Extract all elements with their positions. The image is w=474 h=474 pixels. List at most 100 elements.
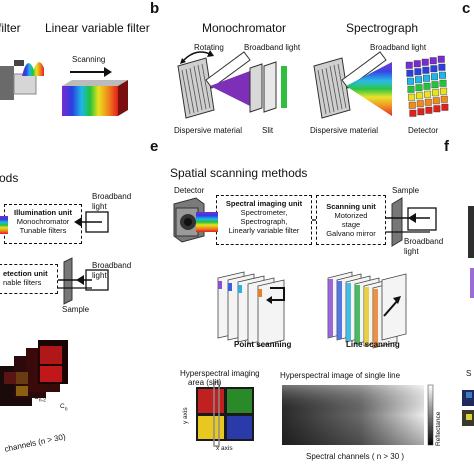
panel-b-beam-2 <box>341 51 387 89</box>
panel-a-title-lvf: Linear variable filter <box>45 21 150 35</box>
detector-pixel <box>414 68 422 76</box>
panel-e-scan-title: Scanning unit <box>326 202 376 211</box>
detector-pixel <box>415 84 423 92</box>
panel-e-spectral-line1: Spectrometer, <box>240 208 288 217</box>
point-pixel <box>228 283 232 291</box>
panel-d-broadband-l1: Broadband <box>92 192 132 201</box>
point-pixel <box>218 281 222 289</box>
panel-b-title-spectrograph: Spectrograph <box>346 21 419 35</box>
panel-a-camera-icon <box>0 60 37 100</box>
panel-d-illum-line2: Tunable filters <box>19 226 67 235</box>
detector-pixel <box>423 82 431 90</box>
panel-d-channel-n1: Cn-1 <box>48 383 60 393</box>
panel-b-dispersive-label-2: Dispersive material <box>310 126 379 135</box>
panel-e-spectral-title: Spectral imaging unit <box>225 199 303 208</box>
detector-pixel <box>409 109 417 117</box>
detector-pixel <box>437 55 445 63</box>
detector-pixel <box>415 76 422 84</box>
panel-a-spectrum-icon <box>22 62 44 76</box>
detector-pixel <box>439 79 447 87</box>
panel-e-sample-label: Sample <box>392 186 420 195</box>
panel-e-line-scanning-icon <box>327 271 407 349</box>
panel-b-grating-icon-2 <box>313 57 351 119</box>
detector-pixel <box>413 60 421 68</box>
panel-e-line-scanning-label: Line scanning <box>346 340 400 349</box>
detector-pixel <box>408 93 416 101</box>
panel-b-detector-grid-icon <box>405 55 449 117</box>
detector-pixel <box>421 58 429 66</box>
panel-d-broadband-l2: light <box>92 202 107 211</box>
panel-e-y-axis-label: y axis <box>182 407 189 424</box>
point-scan-frame <box>257 279 285 347</box>
detector-pixel <box>432 97 440 105</box>
panel-e-sample-image-icon <box>196 381 254 447</box>
panel-d-illum-title: Illumination unit <box>14 208 72 217</box>
detector-pixel <box>425 106 433 114</box>
panel-d-channel-n: Cn <box>60 403 68 413</box>
panel-e-broadband-l1: Broadband <box>404 237 444 246</box>
panel-d-broadband-l2b: light <box>92 271 107 280</box>
panel-a-lvf-block <box>62 80 128 116</box>
panel-e-reflectance-label: Reflectance <box>435 411 442 446</box>
panel-d-arrow-icon-1 <box>74 217 82 227</box>
point-scan-arrow-icon <box>268 287 285 301</box>
line-scan-stripe <box>355 285 360 343</box>
line-scan-stripe <box>328 279 333 337</box>
panel-e-hs-area-l2: area (slit) <box>188 378 222 387</box>
panel-b-dispersive-label-1: Dispersive material <box>174 126 243 135</box>
panel-b-broadband-label-1: Broadband light <box>244 43 301 52</box>
line-scan-stripe <box>373 289 378 347</box>
panel-e-point-scanning-icon <box>217 271 285 347</box>
panel-e-spectral-unit-box: Spectral imaging unit Spectrometer, Spec… <box>216 195 312 245</box>
panel-b-detector-label: Detector <box>408 126 439 135</box>
detector-pixel <box>440 87 448 95</box>
panel-a-illustration <box>0 60 128 116</box>
point-pixel <box>258 289 262 297</box>
detector-pixel <box>441 103 449 111</box>
panel-b-slit-icon <box>249 61 287 113</box>
panel-e-reflectance-bar <box>427 384 434 446</box>
line-scan-stripe <box>364 287 369 345</box>
detector-pixel <box>438 63 446 71</box>
detector-pixel <box>432 89 440 97</box>
panel-a-title-filter: filter <box>0 21 21 35</box>
detector-pixel <box>416 100 424 108</box>
panel-b-letter: b <box>150 0 160 17</box>
panel-a-scanning-label: Scanning <box>72 55 106 64</box>
detector-pixel <box>439 71 446 79</box>
panel-e-scan-line3: Galvano mirror <box>326 229 376 238</box>
panel-b-broadband-label-2: Broadband light <box>370 43 427 52</box>
panel-e-detector-label: Detector <box>174 186 205 195</box>
panel-d-detection-box: etection unit nable filters <box>0 264 58 294</box>
detector-pixel <box>407 85 415 93</box>
detector-pixel <box>424 90 432 98</box>
panel-d-sample-icon <box>63 257 73 305</box>
detector-pixel <box>429 57 437 65</box>
panel-d-detect-line1: nable filters <box>3 278 42 287</box>
panel-e-slit-icon <box>213 381 220 447</box>
panel-e-spectral-line2: Spectrograph, <box>240 217 288 226</box>
panel-e-x-axis-label: x axis <box>216 445 233 452</box>
line-scan-arrow-icon <box>383 299 399 317</box>
panel-e-title: Spatial scanning methods <box>170 166 308 180</box>
panel-c-letter: c <box>462 0 471 17</box>
panel-b-grating-icon <box>177 57 215 119</box>
panel-d-sample-label: Sample <box>62 305 90 314</box>
detector-pixel <box>407 77 414 85</box>
detector-pixel <box>424 98 432 106</box>
panel-b-dispersion-cone-1 <box>210 68 258 110</box>
panel-d-broadband-l1b: Broadband <box>92 261 132 270</box>
panel-b-title-monochromator: Monochromator <box>202 21 287 35</box>
detector-pixel <box>431 81 439 89</box>
panel-e-scan-line1: Motorized <box>334 211 368 220</box>
detector-pixel <box>408 101 416 109</box>
panel-e-point-scanning-label: Point scanning <box>234 340 292 349</box>
panel-e-hs-line-title: Hyperspectral image of single line <box>280 371 401 380</box>
panel-e-scanning-unit-box: Scanning unit Motorized stage Galvano mi… <box>316 195 386 245</box>
panel-e-spectral-channels-label: Spectral channels ( n > 30 ) <box>306 452 405 461</box>
panel-f-partial-label: S <box>466 369 472 378</box>
panel-d-channel-stack-icon <box>0 340 68 406</box>
panel-e-spectral-line3: Linearly variable filter <box>228 226 300 235</box>
detector-pixel <box>440 95 448 103</box>
